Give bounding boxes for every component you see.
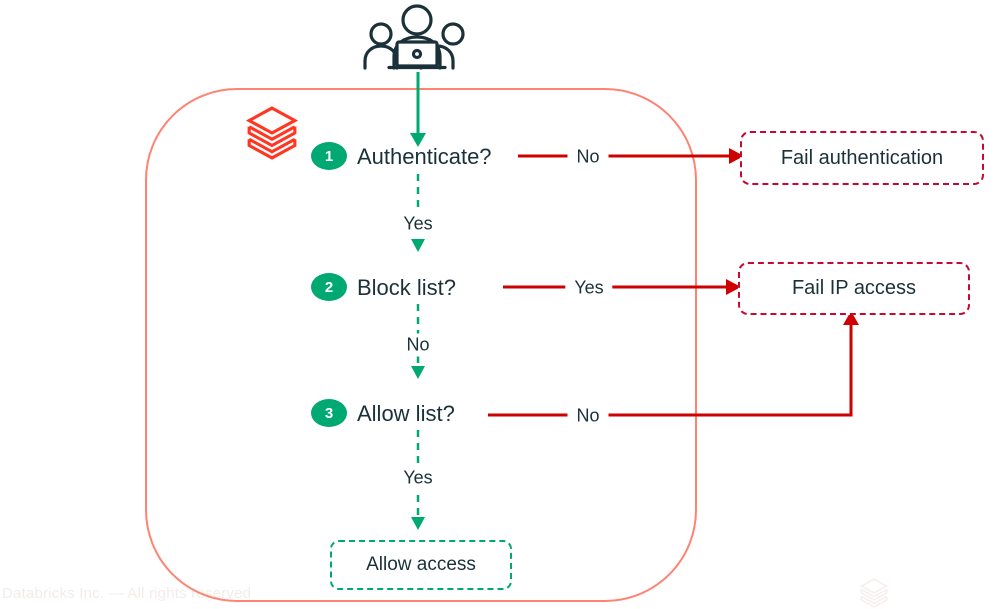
step-3-question: Allow list? <box>357 401 455 426</box>
step-2-question: Block list? <box>357 275 457 300</box>
step-1-next-label: Yes <box>394 212 442 236</box>
copyright-text: Databricks Inc. — All rights reserved <box>2 585 252 602</box>
step-2-branch-label: Yes <box>565 276 613 300</box>
users-at-laptop-icon <box>363 4 465 70</box>
step-3-number: 3 <box>324 404 334 422</box>
step-2-badge: 2 <box>311 273 347 301</box>
allow-access-label: Allow access <box>366 554 476 575</box>
step-2-next-label: No <box>397 333 439 357</box>
step-3-badge: 3 <box>311 399 347 427</box>
step-1-branch-label: No <box>567 145 609 169</box>
step-1-badge: 1 <box>311 142 347 170</box>
step-1-question: Authenticate? <box>357 144 492 169</box>
fail-ip-access-box: Fail IP access <box>738 262 970 315</box>
step-3-branch-label: No <box>567 404 609 428</box>
step-2-number: 2 <box>324 278 334 296</box>
databricks-logo-icon <box>246 106 298 160</box>
fail-ip-access-label: Fail IP access <box>791 277 917 299</box>
fail-authentication-label: Fail authentication <box>780 146 944 169</box>
databricks-watermark-icon <box>859 578 889 608</box>
step-1-number: 1 <box>324 147 334 165</box>
fail-authentication-box: Fail authentication <box>740 131 984 185</box>
step-3-next-label: Yes <box>394 466 442 490</box>
allow-access-box: Allow access <box>330 540 512 590</box>
